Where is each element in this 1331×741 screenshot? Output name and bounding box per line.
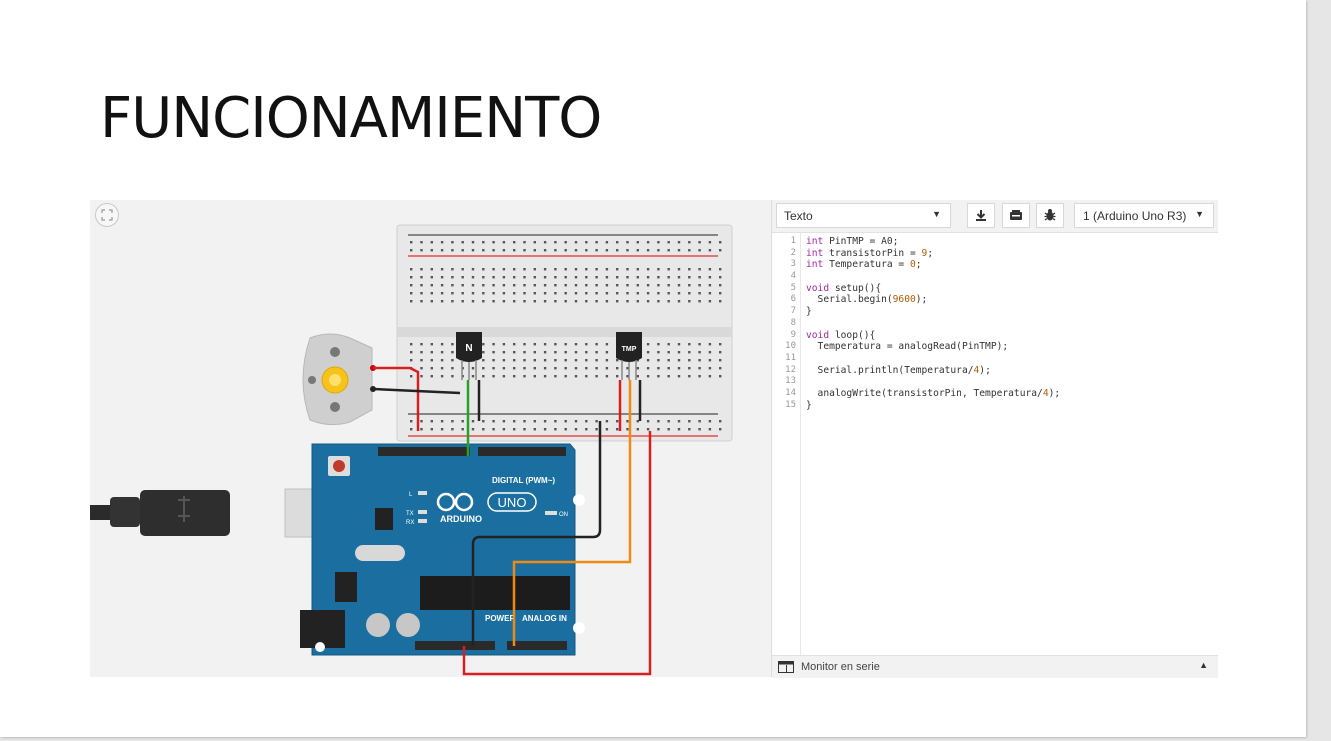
tx-led-label: TX [406, 511, 414, 517]
chevron-up-icon: ▲ [1199, 660, 1208, 670]
line-number: 14 [785, 387, 796, 398]
line-number: 11 [785, 352, 796, 363]
library-icon [1010, 210, 1022, 220]
code-line: analogWrite(transistorPin, Temperatura/4… [806, 387, 1061, 399]
line-number: 5 [790, 282, 796, 293]
device-value: 1 (Arduino Uno R3) [1083, 209, 1187, 223]
code-line [806, 376, 1060, 388]
slide-title: FUNCIONAMIENTO [100, 86, 602, 151]
code-line: } [806, 399, 812, 411]
serial-monitor-toggle[interactable]: Monitor en serie ▲ [772, 655, 1218, 678]
code-line: int transistorPin = 9; [806, 247, 934, 259]
code-editor-panel: Texto ▼ [771, 200, 1218, 678]
code-line [806, 353, 1060, 365]
monitor-icon [778, 661, 794, 673]
sensor-label: TMP [622, 346, 637, 353]
device-select[interactable]: 1 (Arduino Uno R3) ▼ [1074, 203, 1214, 228]
code-line: void setup(){ [806, 282, 882, 294]
download-button[interactable] [967, 203, 995, 228]
code-line [806, 271, 1060, 283]
code-line: void loop(){ [806, 329, 876, 341]
arduino-model: UNO [498, 495, 527, 510]
download-icon [976, 210, 986, 221]
code-text[interactable]: int PinTMP = A0;int transistorPin = 9;in… [806, 233, 1060, 411]
power-header: POWER [485, 614, 515, 623]
fit-view-button[interactable] [95, 203, 119, 227]
breadboard [396, 224, 733, 442]
transistor[interactable]: N [456, 332, 482, 380]
code-line: int PinTMP = A0; [806, 236, 899, 247]
serial-monitor-label: Monitor en serie [801, 661, 880, 673]
rx-led-label: RX [406, 520, 414, 526]
arduino-logo-icon [436, 492, 456, 512]
l-led-label: L [409, 492, 413, 498]
slide: FUNCIONAMIENTO [0, 0, 1306, 737]
line-number: 2 [790, 247, 796, 258]
line-number: 15 [785, 399, 796, 410]
code-line: } [806, 306, 812, 318]
temperature-sensor[interactable]: TMP [616, 332, 642, 380]
analog-header: ANALOG IN [522, 614, 567, 623]
code-line: Serial.begin(9600); [806, 294, 928, 306]
code-mode-select[interactable]: Texto ▼ [776, 203, 951, 228]
code-mode-value: Texto [784, 209, 813, 223]
code-line: Serial.println(Temperatura/4); [806, 364, 991, 376]
editor-toolbar: Texto ▼ [772, 200, 1218, 233]
line-number: 8 [790, 317, 796, 328]
code-line: Temperatura = analogRead(PinTMP); [806, 341, 1009, 353]
line-number: 13 [785, 376, 796, 387]
line-number: 1 [790, 236, 796, 246]
code-line [806, 318, 1060, 330]
arduino-brand: ARDUINO [440, 514, 482, 524]
line-number: 6 [790, 294, 796, 305]
line-number: 4 [790, 271, 796, 282]
on-led-label: ON [559, 512, 568, 518]
line-number: 10 [785, 341, 796, 352]
expand-icon [101, 209, 113, 221]
arduino-board[interactable]: DIGITAL (PWM~) POWER ANALOG IN ARDUINO U… [300, 443, 585, 656]
transistor-label: N [465, 343, 472, 354]
wires [372, 366, 652, 676]
bug-icon [1044, 209, 1056, 221]
debugger-button[interactable] [1036, 203, 1064, 228]
line-number: 7 [790, 306, 796, 317]
library-button[interactable] [1002, 203, 1030, 228]
circuit-diagram: N TMP [90, 224, 733, 676]
dc-motor[interactable] [302, 333, 376, 426]
chevron-down-icon: ▼ [1195, 209, 1204, 219]
circuit-canvas[interactable]: N TMP [90, 200, 771, 677]
digital-header: DIGITAL (PWM~) [492, 476, 555, 485]
line-number: 3 [790, 259, 796, 270]
chevron-down-icon: ▼ [932, 209, 941, 219]
line-number: 12 [785, 364, 796, 375]
line-number: 9 [790, 329, 796, 340]
code-line: int Temperatura = 0; [806, 259, 922, 271]
